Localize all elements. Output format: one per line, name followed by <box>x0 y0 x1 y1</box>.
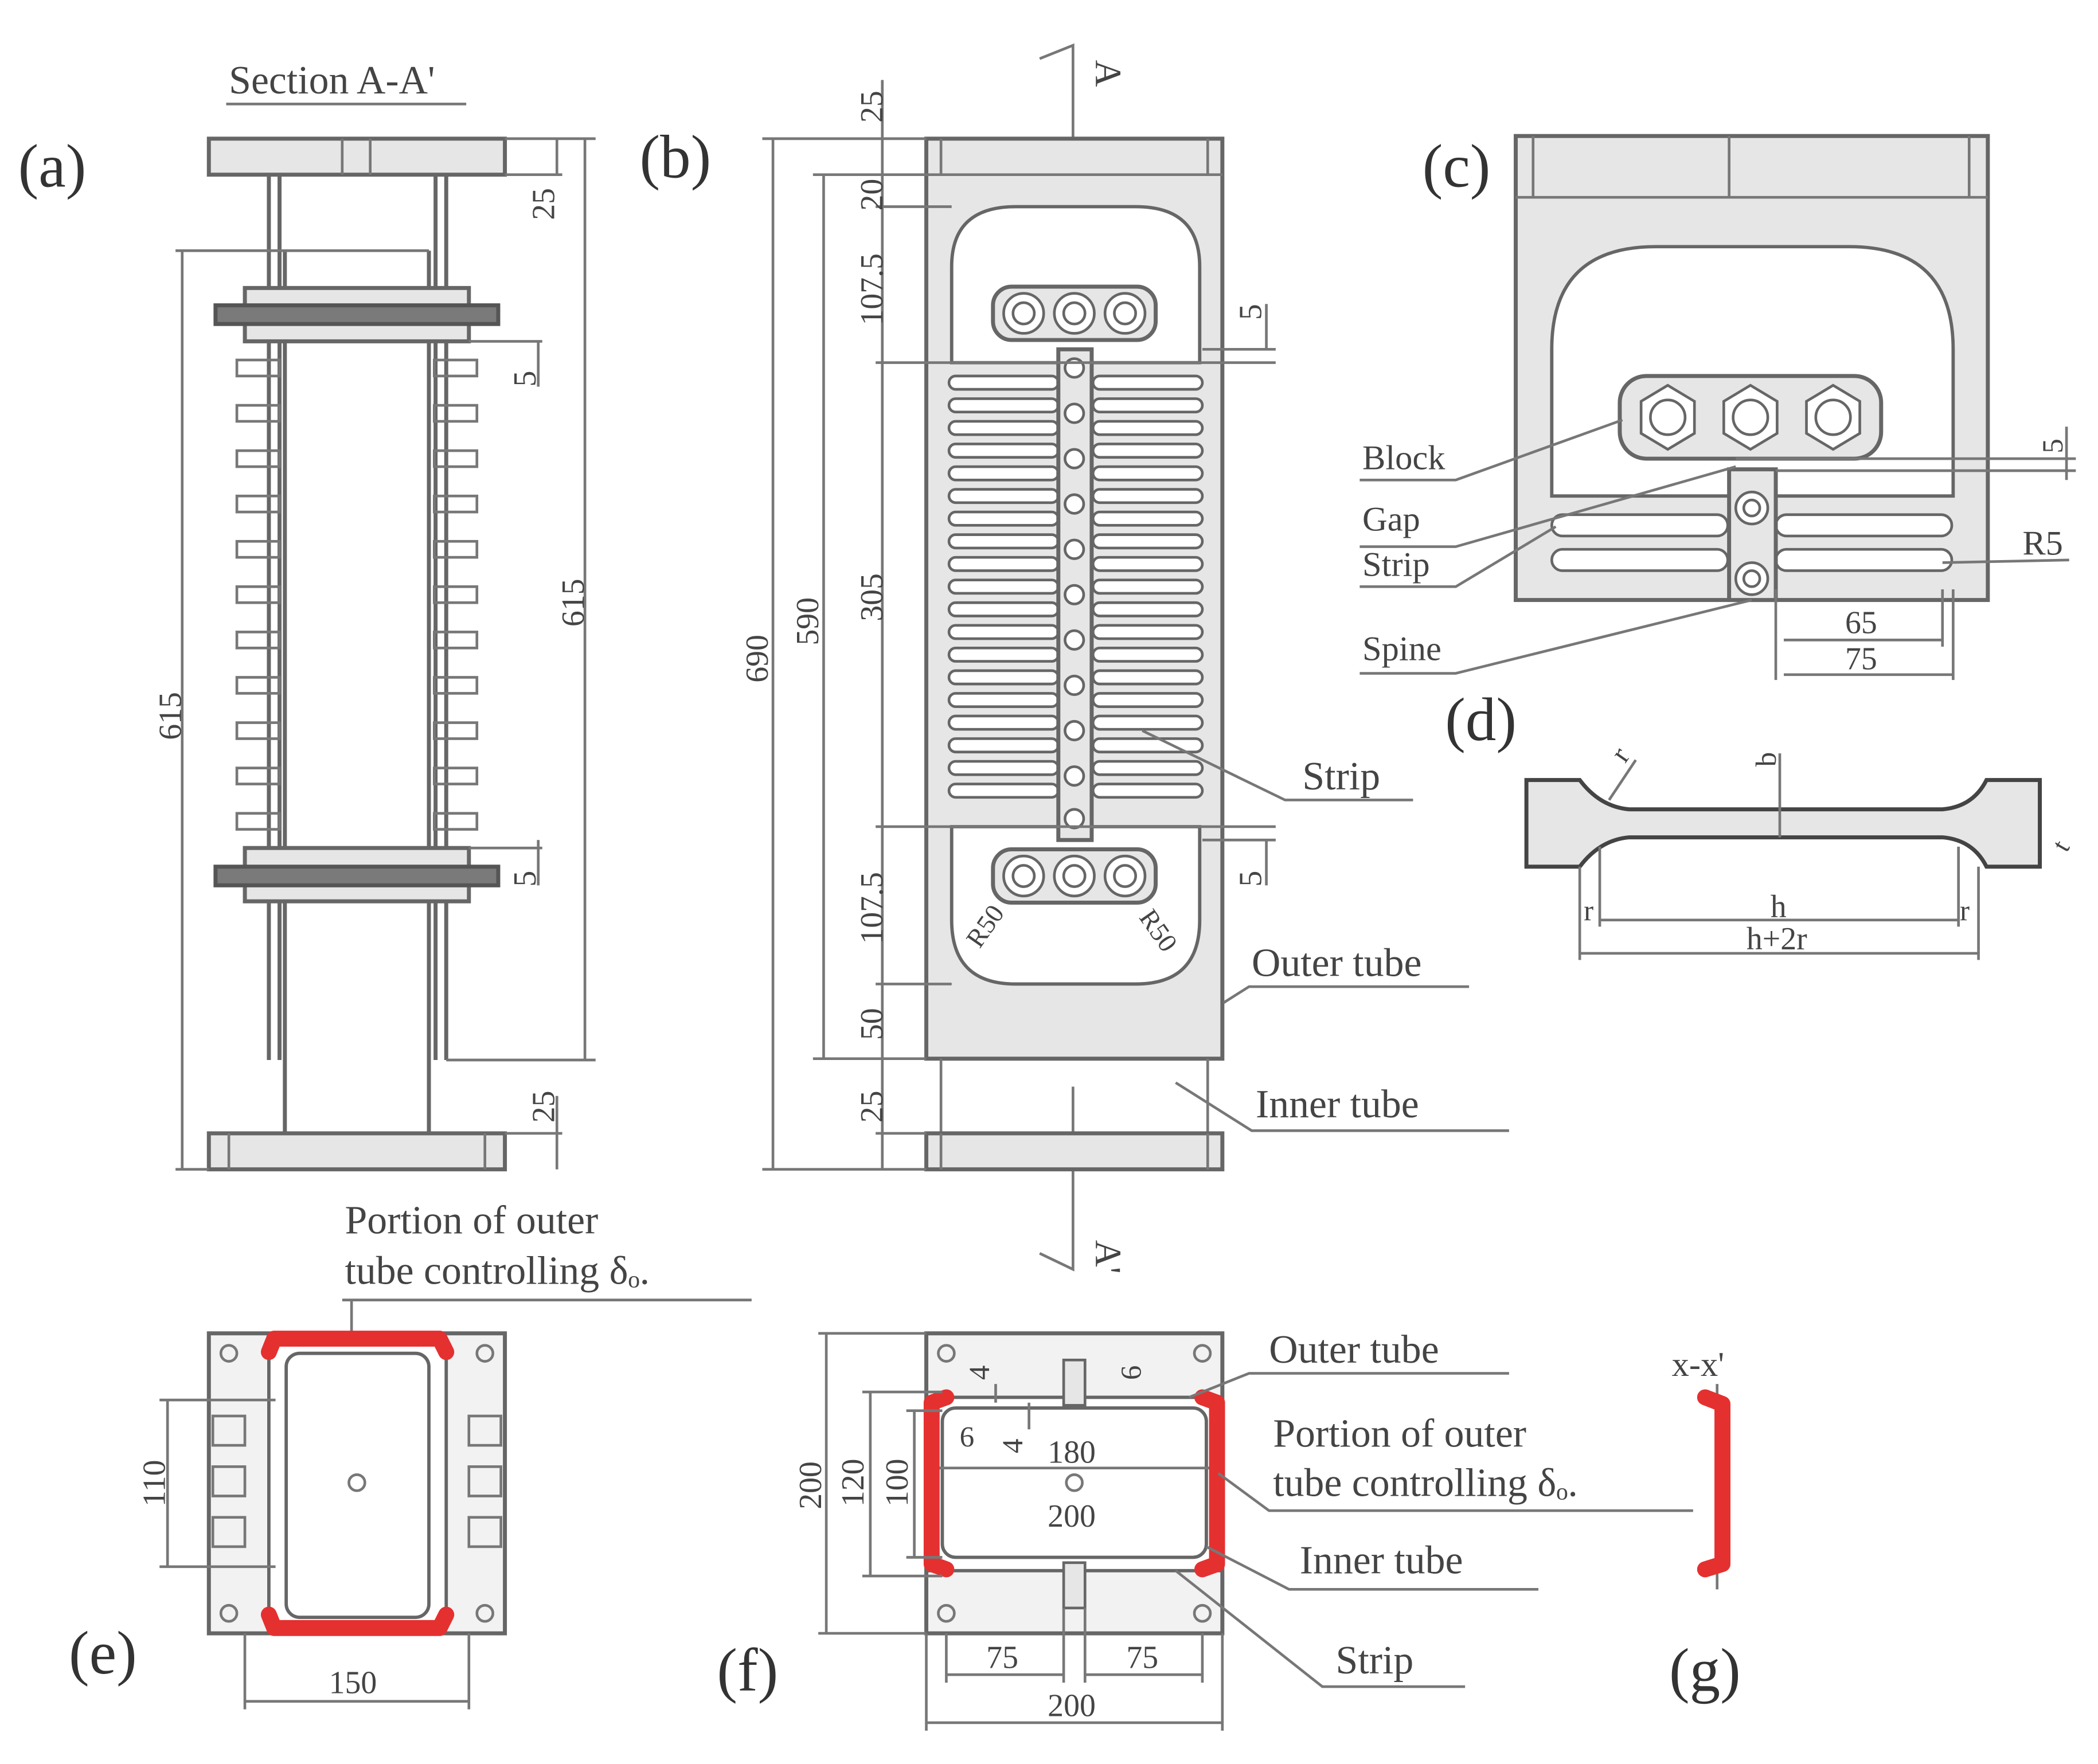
dim-a-615-right: 615 <box>556 578 591 627</box>
controlling-portion-left <box>923 1389 955 1578</box>
label-spine: Spine <box>1362 629 1441 668</box>
dim-a-25-bottom: 25 <box>526 1091 562 1123</box>
dim-c-75: 75 <box>1845 642 1877 677</box>
label-r-left: r <box>1584 894 1593 927</box>
label-inner-tube-b: Inner tube <box>1256 1082 1419 1127</box>
dim-b-20: 20 <box>854 179 890 211</box>
bottom-plate-b <box>924 1131 1225 1172</box>
dim-f-75-right: 75 <box>1126 1640 1158 1676</box>
bolt-array <box>235 358 479 831</box>
dim-f-200-inner: 200 <box>1048 1499 1096 1534</box>
panel-b-letter: (b) <box>639 123 711 191</box>
label-strip-c: Strip <box>1362 546 1430 584</box>
label-h: h <box>1771 889 1787 925</box>
dim-f-4a: 4 <box>963 1366 996 1380</box>
dim-f-180: 180 <box>1048 1434 1096 1470</box>
dim-f-200-left: 200 <box>793 1461 829 1509</box>
label-outer-tube-b: Outer tube <box>1252 941 1421 985</box>
dim-f-200-bottom: 200 <box>1048 1688 1096 1723</box>
label-outer-tube-f: Outer tube <box>1269 1328 1439 1372</box>
label-t: t <box>2046 835 2076 856</box>
dim-c-65: 65 <box>1845 605 1877 641</box>
panel-e-letter: (e) <box>69 1620 137 1687</box>
label-h-plus-2r: h+2r <box>1747 921 1807 957</box>
label-b: b <box>1750 752 1783 767</box>
panel-a-letter: (a) <box>18 133 87 201</box>
dim-a-5-bottom: 5 <box>507 871 543 887</box>
controlling-portion-bottom <box>260 1606 455 1636</box>
dim-b-107-top: 107.5 <box>854 253 890 326</box>
dim-b-25-bottom: 25 <box>854 1091 890 1123</box>
label-r-top: r <box>1604 741 1636 768</box>
dim-b-5-top: 5 <box>1233 304 1268 320</box>
dim-b-50: 50 <box>854 1008 890 1040</box>
controlling-portion-section <box>1697 1389 1730 1578</box>
panel-c-letter: (c) <box>1423 133 1491 201</box>
bottom-end-plate <box>206 1131 507 1172</box>
dim-a-615-left: 615 <box>153 692 188 740</box>
dim-b-5-bottom: 5 <box>1233 871 1268 887</box>
label-strip-f: Strip <box>1336 1638 1414 1683</box>
dim-c-5: 5 <box>2037 439 2069 453</box>
label-r5: R5 <box>2022 525 2063 563</box>
section-title: Section A-A' <box>229 58 435 103</box>
panel-b: (b) A A' <box>639 43 1509 1274</box>
dim-f-4b: 4 <box>997 1439 1029 1454</box>
label-r-right: r <box>1960 894 1970 927</box>
dim-b-25-top: 25 <box>854 91 890 123</box>
label-portion-f-line2: tube controlling δₒ. <box>1273 1461 1578 1505</box>
section-mark-top: A <box>1087 60 1128 87</box>
dim-b-590: 590 <box>790 597 826 646</box>
dim-b-107-bottom: 107.5 <box>854 872 890 944</box>
dim-f-75-left: 75 <box>986 1640 1018 1676</box>
dim-f-100: 100 <box>880 1458 915 1507</box>
panel-c: (c) Block Gap Strip Spine R5 <box>1359 133 2076 680</box>
panel-f: 4 6 6 4 180 200 200 120 100 75 75 200 Ou… <box>717 1328 1693 1731</box>
panel-g: x-x' (g) <box>1669 1346 1741 1704</box>
panel-f-letter: (f) <box>717 1637 778 1704</box>
dim-f-6b: 6 <box>960 1421 975 1453</box>
label-gap: Gap <box>1362 500 1420 539</box>
label-portion-f-line1: Portion of outer <box>1273 1411 1526 1456</box>
top-bolt-bar <box>213 303 501 326</box>
dim-b-690: 690 <box>740 635 775 683</box>
dim-a-25-top: 25 <box>526 188 562 220</box>
annotation-e-line1: Portion of outer <box>345 1198 598 1242</box>
section-x-title: x-x' <box>1672 1346 1725 1384</box>
dim-e-150: 150 <box>329 1665 377 1701</box>
panel-d: (d) b r t r h r h+2r <box>1445 686 2076 960</box>
controlling-portion-right <box>1194 1389 1225 1578</box>
bottom-bolt-bar <box>213 865 501 887</box>
panel-d-letter: (d) <box>1445 686 1517 754</box>
panel-e: Portion of outer tube controlling δₒ. 11… <box>69 1198 752 1710</box>
top-end-plate <box>206 136 507 177</box>
strip-profile <box>1524 778 2042 869</box>
label-strip-b: Strip <box>1302 754 1380 799</box>
annotation-e-line2: tube controlling δₒ. <box>345 1249 650 1293</box>
controlling-portion-top <box>260 1331 455 1360</box>
dim-a-5-top: 5 <box>507 371 543 387</box>
dim-e-110: 110 <box>137 1460 173 1507</box>
dim-f-6a: 6 <box>1115 1366 1148 1380</box>
section-mark-bottom: A' <box>1087 1240 1128 1274</box>
label-block: Block <box>1362 439 1445 478</box>
dim-f-120: 120 <box>835 1458 871 1507</box>
panel-g-letter: (g) <box>1669 1637 1741 1704</box>
label-inner-tube-f: Inner tube <box>1300 1538 1463 1582</box>
dim-b-305: 305 <box>854 573 890 621</box>
panel-a: (a) Section A-A' <box>18 58 596 1172</box>
